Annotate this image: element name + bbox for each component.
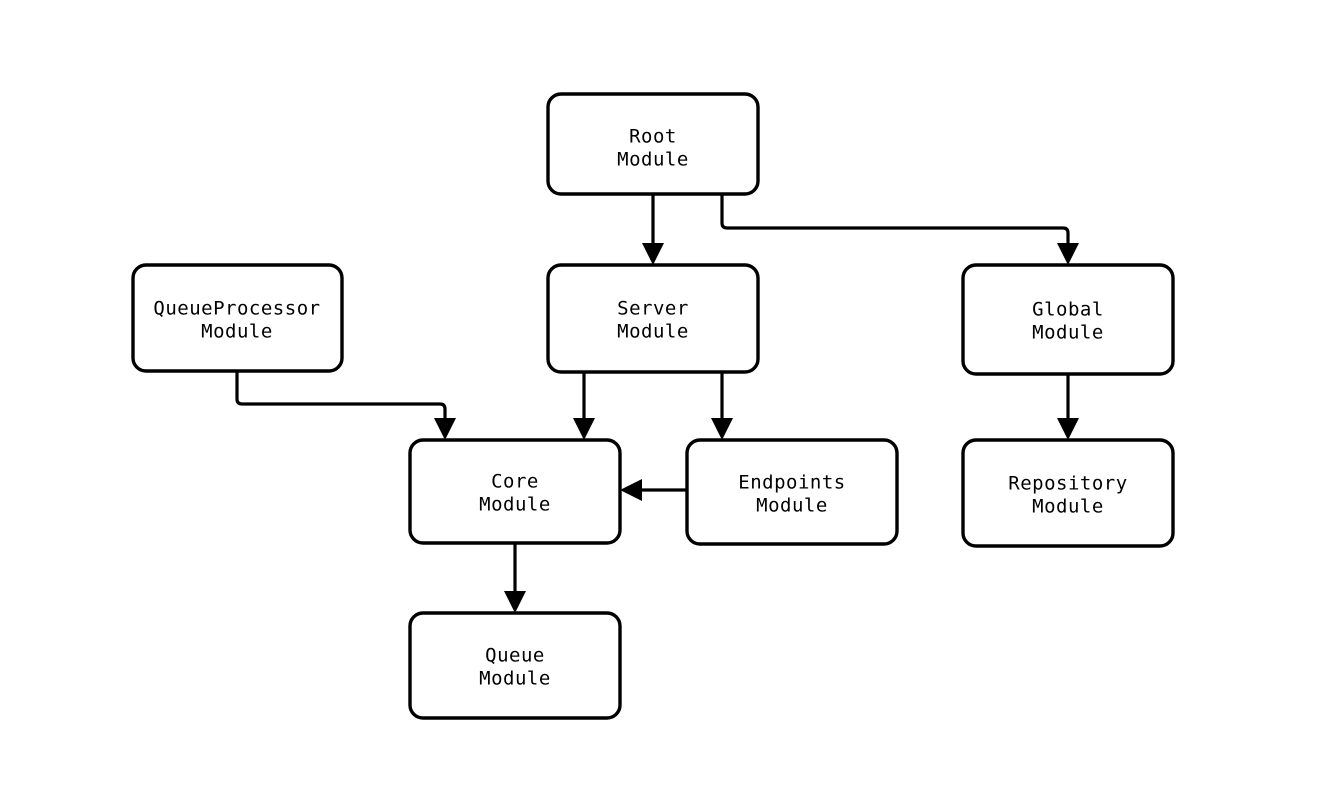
node-core-module-label-line2: Module bbox=[479, 494, 551, 516]
node-endpoints-module-label-line1: Endpoints bbox=[738, 472, 845, 494]
edge-server-to-core bbox=[573, 372, 595, 440]
edge-core-to-queue-arrowhead bbox=[504, 591, 526, 613]
node-queue-module-label-line2: Module bbox=[479, 668, 551, 690]
node-server-module-label-line2: Module bbox=[617, 321, 689, 343]
edge-root-to-server bbox=[642, 194, 664, 265]
edge-queueprocessor-to-core bbox=[235, 371, 456, 440]
edge-endpoints-to-core-arrowhead bbox=[620, 479, 642, 501]
edge-global-to-repository bbox=[1057, 374, 1079, 440]
node-core-module-box[interactable] bbox=[408, 438, 622, 545]
node-root-module[interactable]: Root Module bbox=[546, 92, 760, 196]
node-root-module-label-line1: Root bbox=[629, 126, 677, 148]
edge-server-to-endpoints-arrowhead bbox=[711, 418, 733, 440]
node-root-module-label-line2: Module bbox=[617, 149, 689, 171]
node-endpoints-module-box[interactable] bbox=[685, 438, 899, 546]
node-endpoints-module-label-line2: Module bbox=[756, 495, 828, 517]
node-server-module-box[interactable] bbox=[546, 263, 760, 374]
node-server-module[interactable]: Server Module bbox=[546, 263, 760, 374]
node-queueprocessor-module[interactable]: QueueProcessor Module bbox=[131, 263, 344, 373]
edge-root-to-global-line bbox=[720, 194, 1070, 252]
node-global-module-label-line1: Global bbox=[1032, 299, 1104, 321]
node-queueprocessor-module-label-line1: QueueProcessor bbox=[153, 298, 320, 320]
node-server-module-label-line1: Server bbox=[617, 298, 689, 320]
edge-global-to-repository-arrowhead bbox=[1057, 418, 1079, 440]
edge-root-to-global bbox=[720, 194, 1079, 265]
node-global-module-box[interactable] bbox=[961, 263, 1175, 376]
edge-queueprocessor-to-core-arrowhead bbox=[434, 418, 456, 440]
node-repository-module-label-line1: Repository bbox=[1008, 473, 1127, 495]
node-repository-module-box[interactable] bbox=[961, 438, 1175, 548]
edge-server-to-core-arrowhead bbox=[573, 418, 595, 440]
node-global-module[interactable]: Global Module bbox=[961, 263, 1175, 376]
node-queueprocessor-module-box[interactable] bbox=[131, 263, 344, 373]
node-queue-module-box[interactable] bbox=[408, 611, 622, 720]
edge-root-to-global-arrowhead bbox=[1057, 243, 1079, 265]
node-global-module-label-line2: Module bbox=[1032, 322, 1104, 344]
edge-endpoints-to-core bbox=[620, 479, 687, 501]
node-repository-module[interactable]: Repository Module bbox=[961, 438, 1175, 548]
edge-core-to-queue bbox=[504, 543, 526, 613]
edge-queueprocessor-to-core-line bbox=[235, 371, 447, 427]
node-core-module[interactable]: Core Module bbox=[408, 438, 622, 545]
edge-root-to-server-arrowhead bbox=[642, 243, 664, 265]
node-queue-module[interactable]: Queue Module bbox=[408, 611, 622, 720]
node-root-module-box[interactable] bbox=[546, 92, 760, 196]
edge-server-to-endpoints bbox=[711, 372, 733, 440]
node-queueprocessor-module-label-line2: Module bbox=[201, 321, 273, 343]
node-repository-module-label-line2: Module bbox=[1032, 496, 1104, 518]
node-core-module-label-line1: Core bbox=[491, 471, 539, 493]
node-endpoints-module[interactable]: Endpoints Module bbox=[685, 438, 899, 546]
node-queue-module-label-line1: Queue bbox=[485, 645, 545, 667]
